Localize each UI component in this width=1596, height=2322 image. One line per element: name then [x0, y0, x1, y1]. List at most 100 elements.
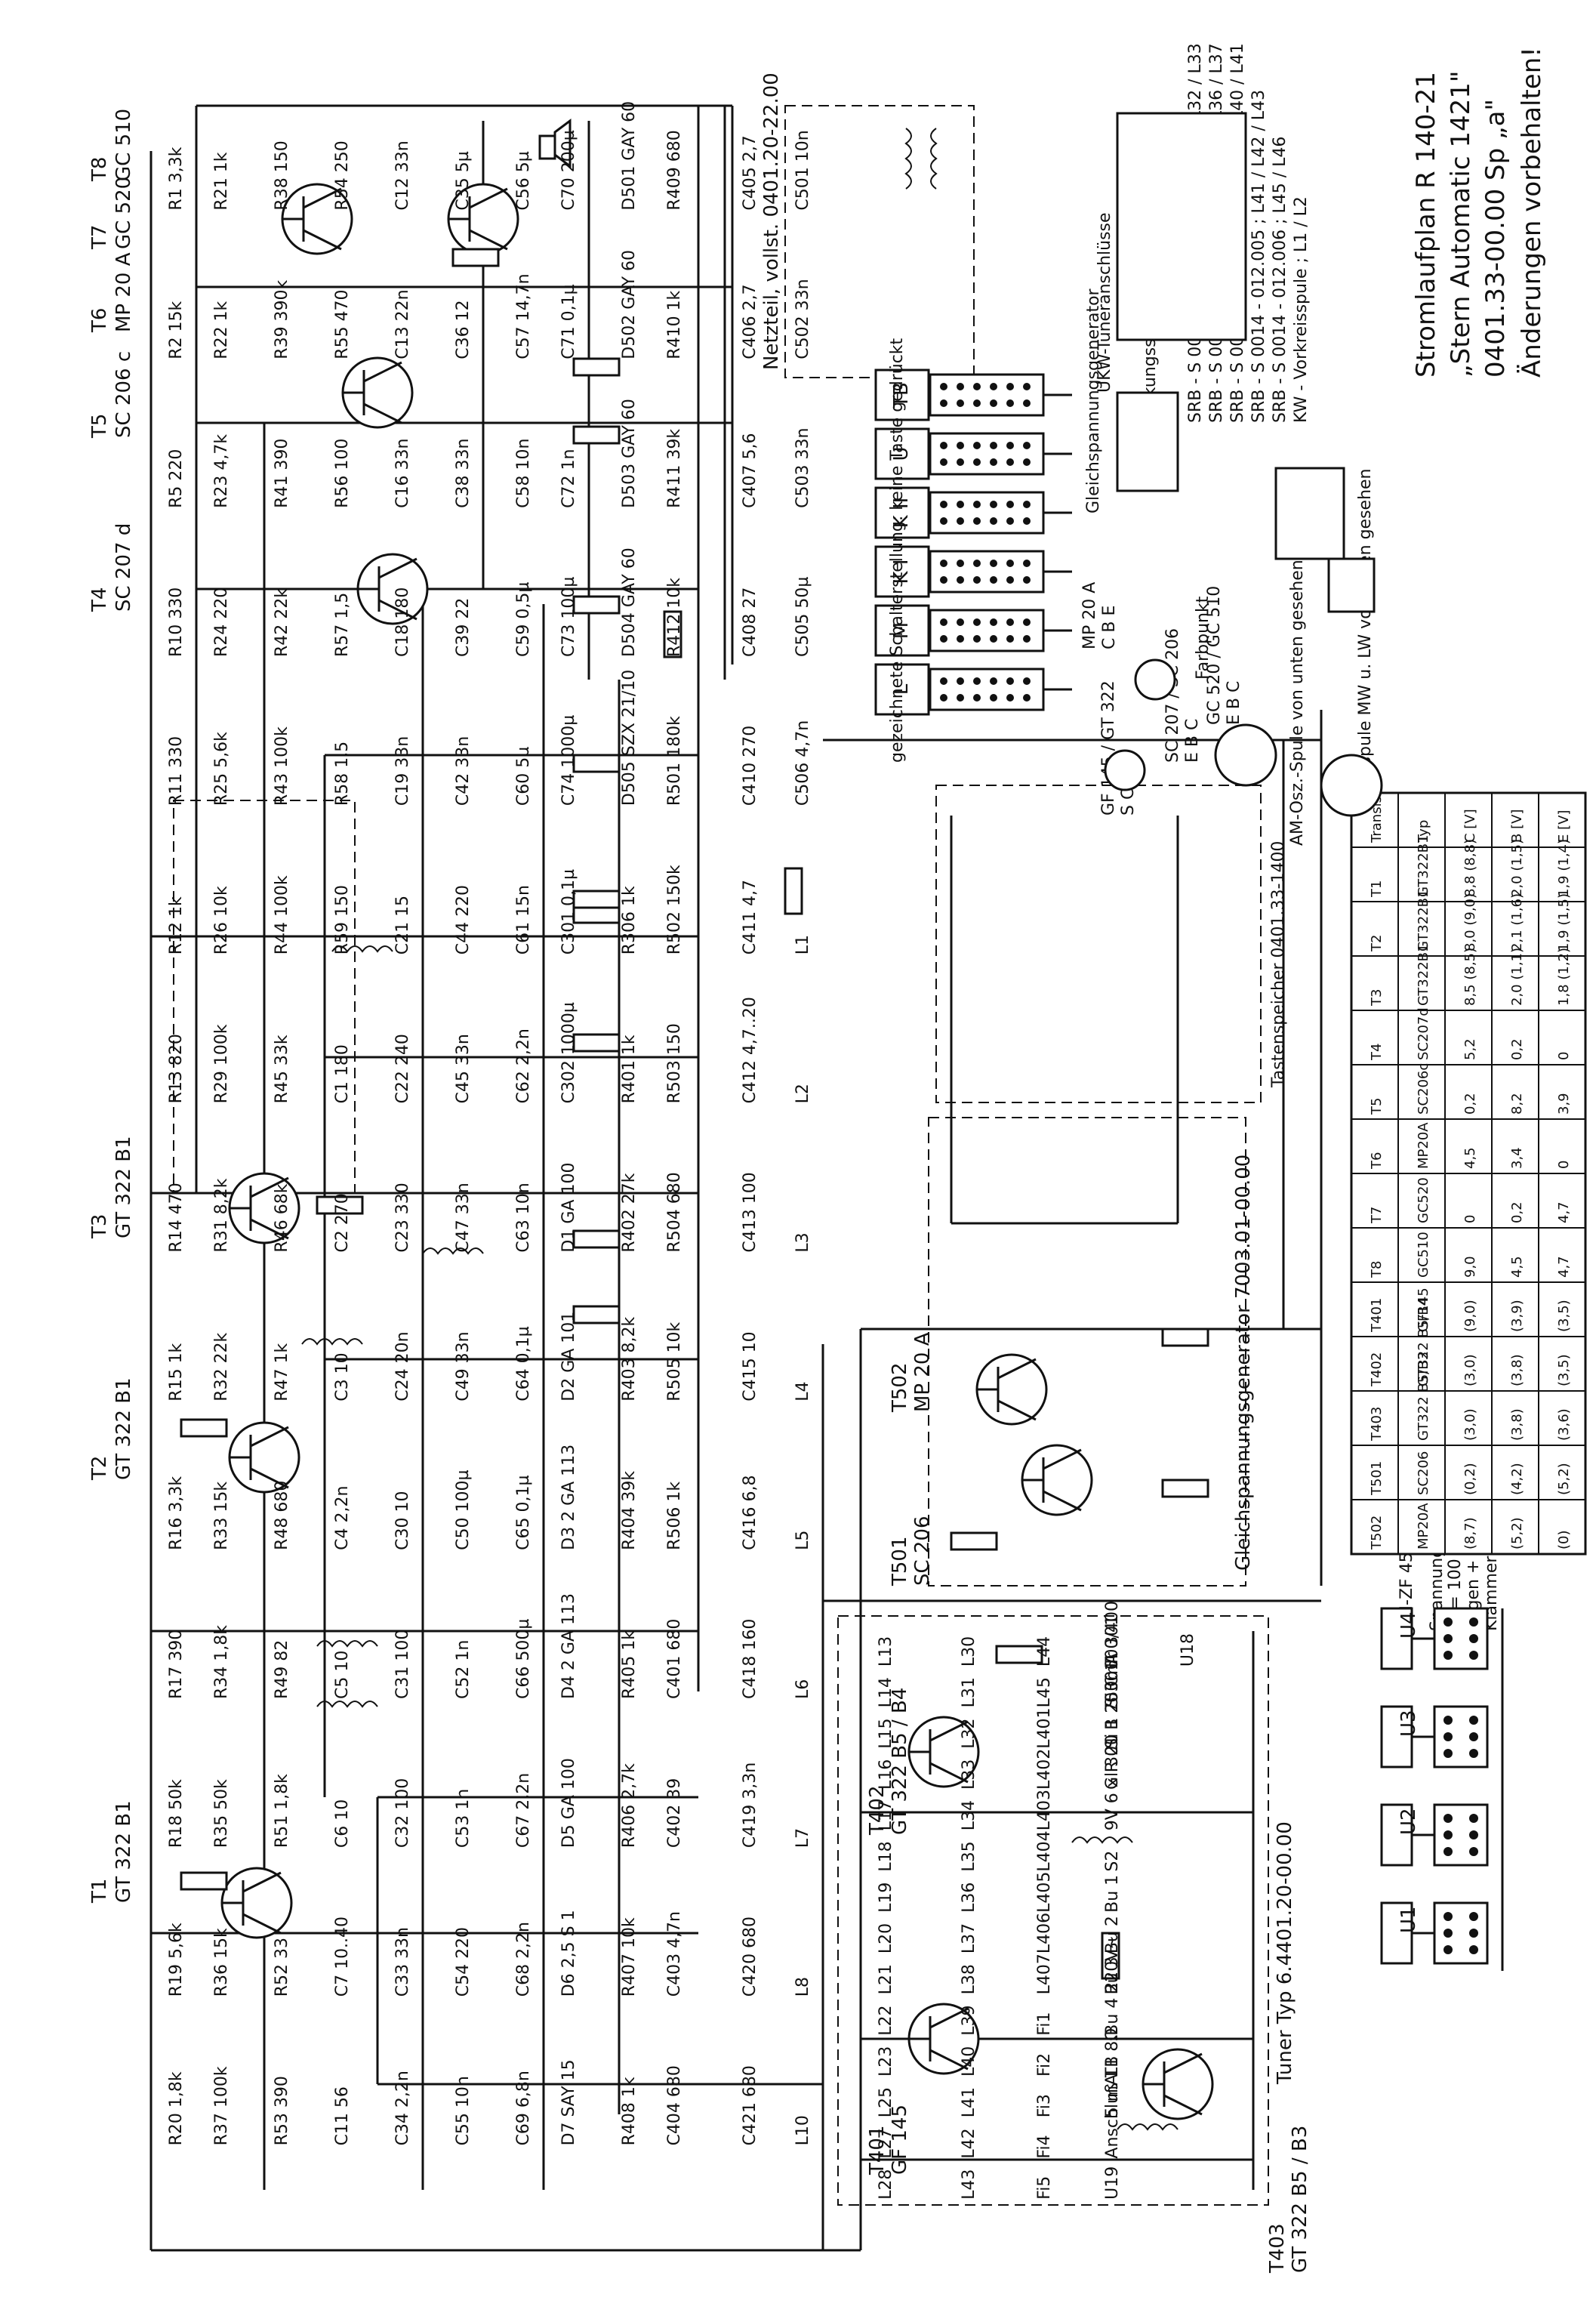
switch-contact-2-4b	[1006, 576, 1014, 584]
transistor-t1-symbol	[220, 1867, 293, 1939]
component-label: L2	[793, 1084, 812, 1103]
voltage-table-cell: 1,9 (1,4)	[1556, 839, 1572, 897]
component-label: L7	[793, 1828, 812, 1848]
pinout-pins: E B C	[1183, 719, 1202, 763]
label-t1-id: T1	[88, 1879, 111, 1904]
switch-contact-5-1b	[957, 399, 964, 407]
selector-unit-label-box	[1380, 1705, 1413, 1768]
component-label: C30 10	[393, 1491, 412, 1550]
switch-contact-5-2a	[973, 383, 981, 390]
component-label: R54 250	[333, 140, 352, 210]
component-label: C22 240	[393, 1034, 412, 1103]
component-label: Fi2	[1035, 2053, 1054, 2077]
selector-contact	[1443, 1830, 1453, 1839]
component-label: C19 33n	[393, 736, 412, 806]
component-label: C62 2,2n	[514, 1028, 533, 1103]
label-t7-type: GC 520	[112, 177, 135, 249]
component-label: C53 1n	[454, 1789, 473, 1848]
component-label: R36 15k	[212, 1928, 231, 1997]
component-label: C42 33n	[454, 736, 473, 806]
pinout-types: GF 145 / GT 322	[1099, 680, 1118, 816]
component-label: C5 10	[333, 1651, 352, 1699]
voltage-table-cell: 9,0	[1462, 1256, 1478, 1278]
transistor-t2-symbol	[228, 1421, 300, 1494]
voltage-table-cell: 4,5	[1509, 1256, 1525, 1278]
component-label: C12 33n	[393, 140, 412, 210]
component-label: S 301	[1103, 1660, 1122, 1707]
component-label: D503 GAY 60	[620, 399, 639, 508]
label-t501-type: SC 206	[911, 1516, 934, 1586]
switch-contact-2-0b	[940, 576, 947, 584]
voltage-table: TransistorT1T2T3T4T5T6T7T8T401T402T403T5…	[1350, 776, 1587, 1556]
selector-unit-label: U4	[1397, 1611, 1420, 1639]
component-label: R46 68k	[273, 1183, 291, 1252]
switch-contact-1-3b	[990, 635, 997, 643]
component-label: L45	[1035, 1677, 1054, 1707]
switch-contact-2-3b	[990, 576, 997, 584]
switch-contact-0-3a	[990, 677, 997, 685]
component-label: Bu 4 220V~	[1103, 1935, 1122, 2036]
component-label: C74 1000µ	[559, 715, 578, 806]
voltage-table-header: T5	[1369, 1098, 1385, 1115]
component-label: R56 100	[333, 439, 352, 508]
component-label: R405 1k	[620, 1630, 639, 1699]
voltage-table-cell: 1,8 (1,2)	[1556, 948, 1572, 1006]
voltage-table-header: T1	[1369, 880, 1385, 898]
component-label: C49 33n	[454, 1331, 473, 1401]
component-label: R402 27k	[620, 1173, 639, 1252]
component-label: C405 2,7	[741, 135, 759, 210]
component-label: C16 33n	[393, 439, 412, 508]
title-notice: Änderungen vorbehalten!	[1517, 47, 1547, 378]
component-label: R41 390	[273, 439, 291, 508]
component-label: R14 470	[167, 1183, 186, 1252]
component-label: L30	[960, 1636, 978, 1667]
component-label: C33 33n	[393, 1927, 412, 1997]
dc-generator-boundary	[928, 1117, 1246, 1587]
switch-contact-3-5b	[1023, 517, 1031, 525]
component-label: C31 100	[393, 1630, 412, 1699]
component-label: R53 390	[273, 2076, 291, 2145]
component-label: C501 10n	[793, 130, 812, 210]
selector-contact	[1469, 1912, 1478, 1921]
pinout-diagrams	[1104, 112, 1383, 817]
switch-contact-1-1a	[957, 618, 964, 626]
component-label: C402 39	[665, 1778, 684, 1848]
switch-contact-5-3b	[990, 399, 997, 407]
component-label: L18	[877, 1841, 895, 1871]
component-label: C11 56	[333, 2086, 352, 2145]
component-label: C411 4,7	[741, 880, 759, 954]
component-label: L16	[877, 1759, 895, 1790]
component-label: R21 1k	[212, 152, 231, 210]
component-label: C56 5µ	[514, 151, 533, 210]
voltage-table-cell: GT322 B5/B3	[1416, 1352, 1431, 1441]
component-label: R18 50k	[167, 1779, 186, 1848]
voltage-table-header: T402	[1369, 1352, 1385, 1387]
switch-contact-2-3a	[990, 560, 997, 567]
voltage-table-header: T7	[1369, 1207, 1385, 1224]
voltage-table-cell: (0,2)	[1462, 1463, 1478, 1495]
component-label: C57 14,7n	[514, 273, 533, 359]
component-label: R406 2,7k	[620, 1763, 639, 1848]
component-label: L5	[793, 1531, 812, 1550]
selector-contact	[1469, 1617, 1478, 1627]
switch-key-3	[874, 486, 930, 539]
component-label: R407 10k	[620, 1917, 639, 1997]
switch-contact-block-5	[929, 373, 1045, 417]
label-t6-type: MP 20 A	[112, 252, 135, 332]
switch-contact-0-2b	[973, 694, 981, 702]
voltage-table-cell: 2,0 (1,5)	[1509, 839, 1525, 897]
switch-contact-4-2a	[973, 442, 981, 449]
tuner-connection-row: SRB - S 0014 - 012.006 ; L45 / L46	[1271, 137, 1289, 423]
label-t401-id: T401	[866, 2125, 889, 2176]
label-t2-id: T2	[88, 1456, 111, 1481]
pinout-types: GC 520 / GC 510	[1205, 586, 1224, 725]
selector-contact	[1469, 1716, 1478, 1725]
label-t402-id: T402	[866, 1785, 889, 1836]
component-label: C59 0,5µ	[514, 582, 533, 657]
component-label: R48 680	[273, 1481, 291, 1550]
component-label: L15	[877, 1718, 895, 1748]
label-t401-type: GF 145	[889, 2105, 911, 2175]
component-label: D501 GAY 60	[620, 101, 639, 211]
